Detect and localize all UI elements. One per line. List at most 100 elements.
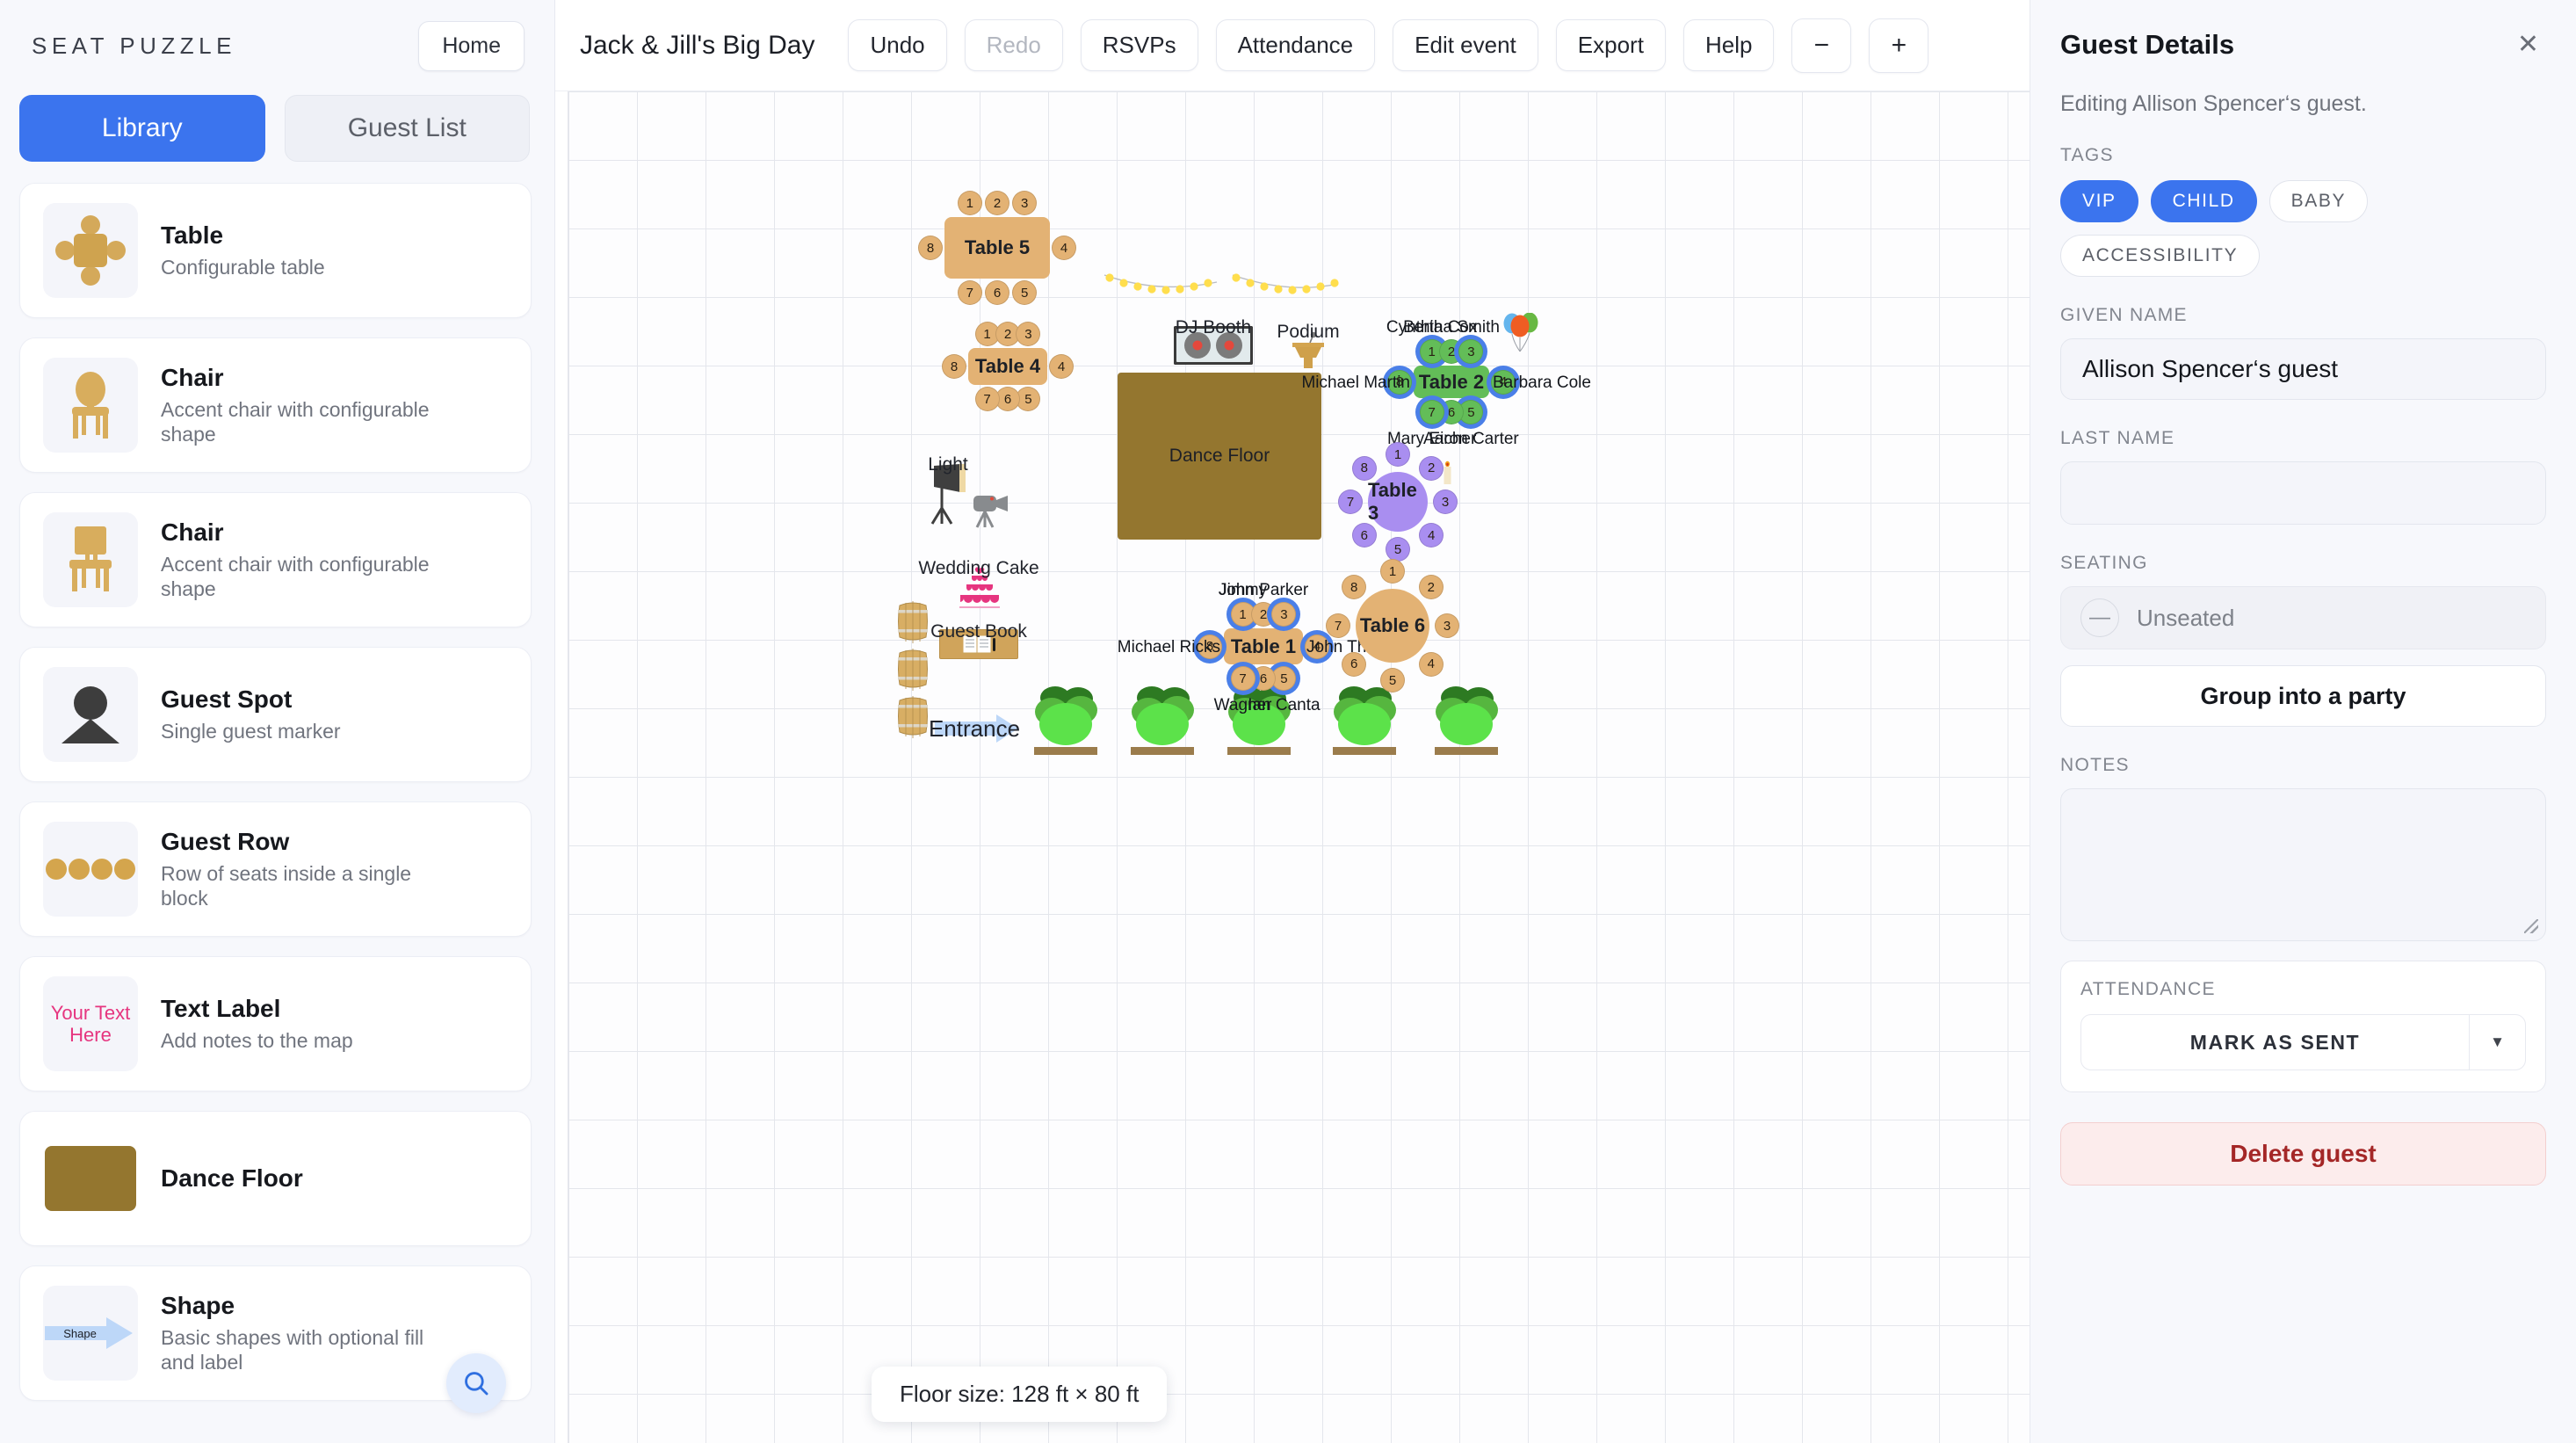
zoom-in-button[interactable]: + [1869,18,1929,73]
given-name-field[interactable]: Allison Spencer‘s guest [2060,338,2546,400]
canvas-viewport[interactable]: Dance Floor [555,91,2030,1443]
table-surface[interactable]: Table 6 [1356,589,1429,663]
seat-1[interactable]: 1 [1380,559,1405,584]
seat-3[interactable]: 3 [1435,613,1459,638]
table-surface[interactable]: Table 2 [1414,366,1489,398]
seat-4[interactable]: 4 [1419,523,1444,548]
seat-4[interactable]: 4 [1305,634,1329,659]
wedding-cake[interactable] [956,566,1003,614]
mark-as-sent-button[interactable]: MARK AS SENT [2189,1030,2361,1054]
podium[interactable] [1289,330,1328,373]
tab-library[interactable]: Library [19,95,265,162]
tag-child[interactable]: CHILD [2150,180,2257,222]
seat-8[interactable]: 8 [1342,575,1367,600]
library-item-dance-floor[interactable]: Dance Floor [19,1111,532,1246]
seat-6[interactable]: 6 [1342,651,1367,677]
bush-1[interactable] [1032,684,1099,762]
seat-7[interactable]: 7 [1230,666,1255,691]
floorplan-canvas[interactable]: Dance Floor [568,91,2030,1443]
table-surface[interactable]: Table 4 [968,348,1047,385]
seat-5[interactable]: 5 [1386,537,1410,562]
seat-1[interactable]: 1 [1386,442,1410,467]
seat-6[interactable]: 6 [985,280,1009,305]
barrel-1[interactable] [897,598,929,649]
seat-4[interactable]: 4 [1491,369,1516,395]
edit-event-button[interactable]: Edit event [1393,19,1538,71]
seat-6[interactable]: 6 [1351,523,1377,548]
seat-8[interactable]: 8 [918,236,943,260]
delete-guest-button[interactable]: Delete guest [2060,1122,2546,1186]
undo-button[interactable]: Undo [848,19,947,71]
tag-accessibility[interactable]: ACCESSIBILITY [2060,235,2261,277]
attendance-button[interactable]: Attendance [1215,19,1376,71]
entrance-arrow[interactable] [935,714,1019,747]
seat-2[interactable]: 2 [1419,455,1444,481]
seat-8[interactable]: 8 [1198,634,1222,659]
barrel-3[interactable] [897,693,929,743]
bush-3[interactable] [1226,684,1292,762]
close-icon[interactable]: ✕ [2516,30,2539,59]
seat-7[interactable]: 7 [957,280,982,305]
seat-2[interactable]: 2 [985,191,1009,215]
seat-3[interactable]: 3 [1458,339,1484,364]
barrel-2[interactable] [897,646,929,696]
table-surface[interactable]: Table 3 [1368,472,1428,532]
table-surface[interactable]: Table 1 [1224,628,1303,664]
last-name-field[interactable] [2060,461,2546,525]
stage-light[interactable] [927,462,973,530]
bush-4[interactable] [1331,684,1398,762]
notes-textarea[interactable] [2060,788,2546,941]
bush-5[interactable] [1433,684,1500,762]
seat-5[interactable]: 5 [1380,668,1405,692]
group-into-party-button[interactable]: Group into a party [2060,665,2546,727]
seat-7[interactable]: 7 [1326,613,1350,638]
guest-book-table[interactable] [939,629,1018,659]
seat-4[interactable]: 4 [1418,651,1444,677]
seat-2[interactable]: 2 [1418,575,1444,600]
seat-5[interactable]: 5 [1012,280,1038,305]
tag-vip[interactable]: VIP [2060,180,2138,222]
seat-4[interactable]: 4 [1052,236,1076,260]
chevron-down-icon[interactable]: ▼ [2469,1015,2525,1070]
seat-3[interactable]: 3 [1012,191,1038,215]
balloons[interactable] [1501,312,1542,359]
search-button[interactable] [446,1353,506,1413]
seat-7[interactable]: 7 [1338,489,1363,514]
seat-7[interactable]: 7 [974,387,1000,411]
help-button[interactable]: Help [1682,19,1775,71]
sidebar-tabs: Library Guest List [0,95,554,162]
tab-guest-list[interactable]: Guest List [284,95,530,162]
bush-2[interactable] [1129,684,1196,762]
stage-light-icon [930,464,966,525]
seat-1[interactable]: 1 [957,191,982,215]
zoom-out-button[interactable]: − [1791,18,1852,73]
video-camera[interactable] [973,491,1013,536]
seat-3[interactable]: 3 [1016,322,1041,346]
seat-7[interactable]: 7 [1419,400,1444,424]
seating-selector[interactable]: — Unseated [2060,586,2546,649]
rsvps-button[interactable]: RSVPs [1080,19,1198,71]
seat-3[interactable]: 3 [1433,489,1458,514]
seat-1[interactable]: 1 [1230,602,1255,627]
tag-baby[interactable]: BABY [2268,180,2369,222]
home-button[interactable]: Home [418,20,525,71]
seat-3[interactable]: 3 [1271,602,1297,627]
export-button[interactable]: Export [1555,19,1666,71]
seat-8[interactable]: 8 [1387,369,1412,395]
dj-booth[interactable] [1173,325,1254,369]
seat-8[interactable]: 8 [942,354,966,379]
seat-8[interactable]: 8 [1351,455,1377,481]
candle[interactable] [1442,460,1454,491]
seat-4[interactable]: 4 [1049,354,1074,379]
table-surface[interactable]: Table 5 [944,217,1050,279]
dance-floor-object[interactable]: Dance Floor [1118,373,1321,540]
